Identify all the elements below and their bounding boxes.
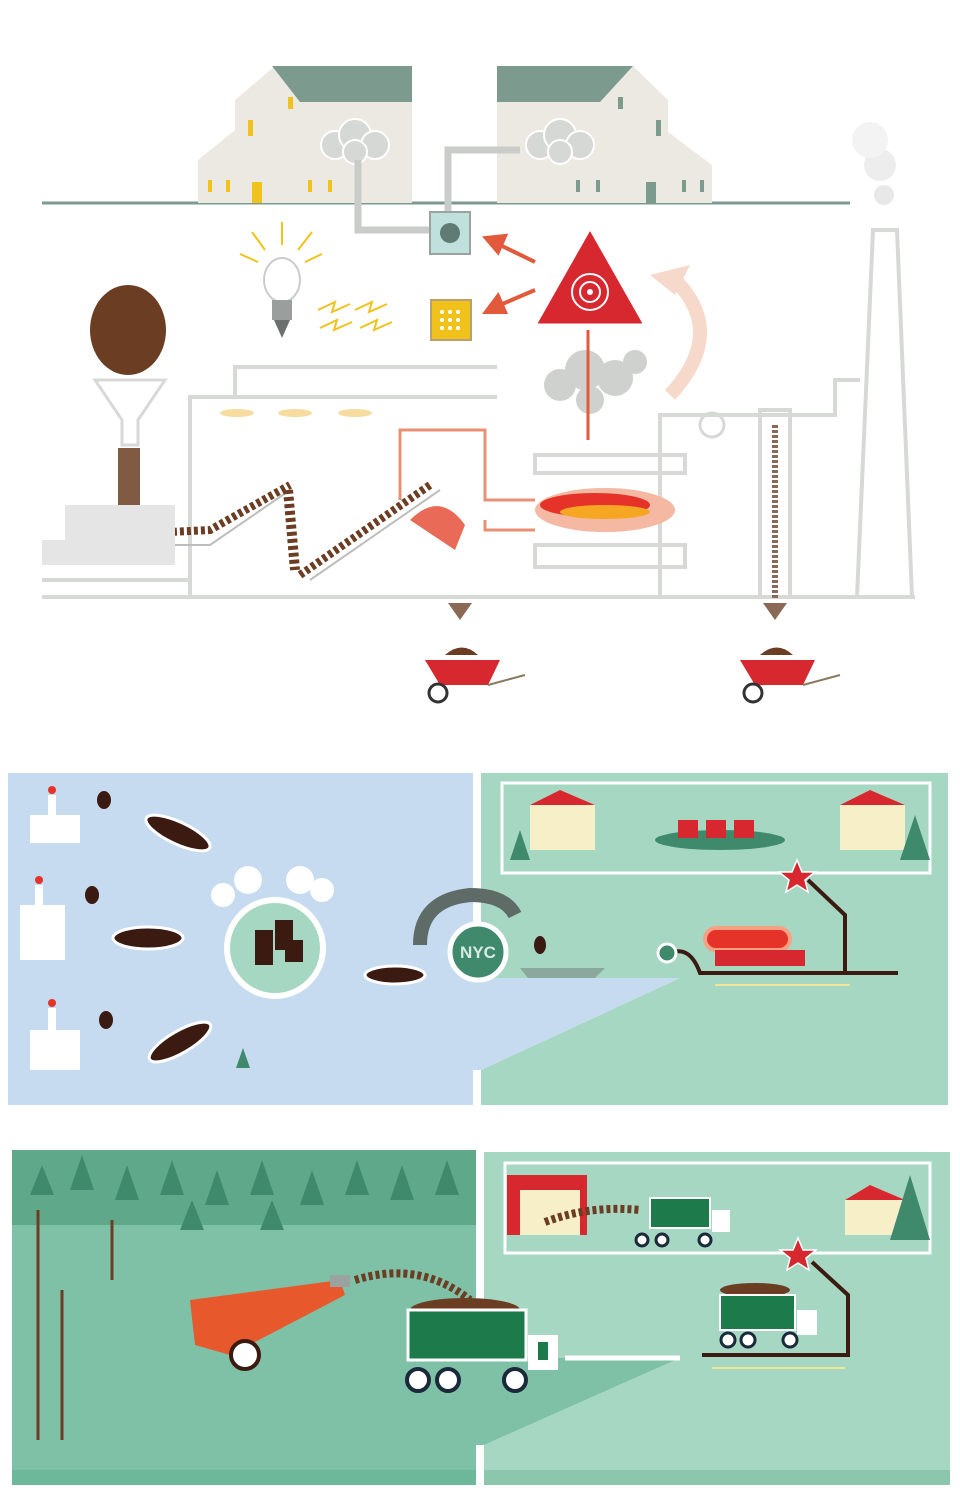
star-marker-icon	[776, 858, 818, 894]
furnace-duct	[398, 428, 535, 532]
oil-supply-panel: NYC	[8, 773, 948, 1105]
refinery-circle	[211, 866, 334, 999]
barge	[520, 968, 605, 978]
recycle-arrowhead	[650, 265, 690, 295]
oil-drop	[534, 936, 546, 954]
chip-stream	[353, 1269, 473, 1304]
wheelbarrow-right	[740, 647, 841, 704]
inset-warehouse	[507, 1175, 930, 1248]
recycle-arrow	[664, 269, 707, 400]
house-right	[497, 66, 712, 203]
electricity-bolts-icon	[317, 300, 393, 332]
grass-strip	[12, 1470, 476, 1485]
chimney	[852, 122, 915, 599]
tree-trunks	[36, 1210, 114, 1440]
wood-supply-panel	[12, 1150, 950, 1485]
oil-drops	[85, 791, 113, 1029]
ash-hoppers	[448, 603, 787, 620]
flames-icon	[535, 488, 675, 532]
arrows-to-outputs	[482, 233, 536, 314]
pellet-stream	[118, 448, 140, 518]
oil-rigs	[20, 786, 80, 1070]
lightbulb-icon	[239, 222, 323, 338]
chip-truck-large	[405, 1298, 558, 1393]
steam-clouds	[320, 118, 595, 165]
chip-delivery-line	[702, 1260, 850, 1357]
wheelbarrow-left	[425, 647, 526, 704]
combustion-smoke	[544, 350, 647, 414]
barge-ship	[363, 964, 427, 986]
star-marker-icon	[777, 1236, 819, 1272]
oil-tanker-ships	[111, 813, 213, 1064]
tree	[236, 1048, 250, 1068]
power-plant-section	[42, 66, 915, 704]
cyclone-separator	[698, 411, 726, 439]
delivery-truck-silhouette	[42, 505, 175, 565]
grass-strip	[484, 1470, 950, 1485]
pipe-junction	[656, 942, 678, 964]
warning-triangle-icon	[532, 224, 648, 327]
inset-houses	[510, 790, 930, 860]
chip-truck-small	[719, 1283, 817, 1349]
heat-exchanger-icon	[440, 223, 460, 243]
generator-grid-icon	[440, 310, 460, 330]
nyc-label: NYC	[460, 943, 496, 962]
heat-pipes	[354, 146, 520, 234]
nyc-badge	[447, 921, 509, 983]
grate	[410, 506, 465, 550]
pipeline	[413, 887, 522, 946]
hopper-funnel	[92, 378, 168, 447]
oil-tanks-inset	[655, 820, 785, 850]
wood-pellet-pile	[90, 285, 166, 375]
wood-chipper	[190, 1275, 350, 1371]
oil-tanker-truck	[703, 926, 850, 986]
ceiling-lights	[220, 409, 372, 417]
pine-trees	[30, 1155, 459, 1230]
